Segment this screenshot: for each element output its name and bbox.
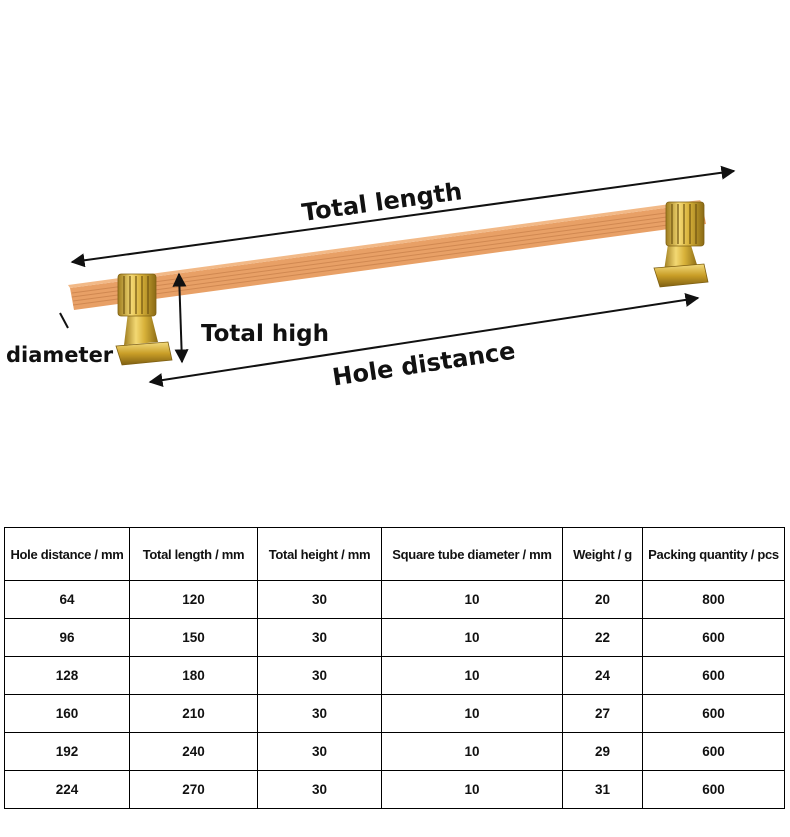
cell-square-tube-diameter: 10 — [381, 694, 563, 733]
cell-weight: 27 — [562, 694, 643, 733]
cell-hole-distance: 128 — [4, 656, 130, 695]
cell-total-height: 30 — [257, 770, 382, 809]
cell-total-length: 270 — [129, 770, 258, 809]
hole-distance-arrow — [148, 292, 700, 388]
header-total-length: Total length / mm — [129, 527, 258, 581]
table-row: 224 270 30 10 31 600 — [4, 770, 785, 809]
hole-distance-label: Hole distance — [331, 337, 518, 392]
cell-weight: 20 — [562, 580, 643, 619]
header-hole-distance: Hole distance / mm — [4, 527, 130, 581]
cell-hole-distance: 64 — [4, 580, 130, 619]
table-row: 192 240 30 10 29 600 — [4, 732, 785, 771]
header-square-tube-diameter: Square tube diameter / mm — [381, 527, 563, 581]
cell-total-height: 30 — [257, 694, 382, 733]
header-total-height: Total height / mm — [257, 527, 382, 581]
handle-bar — [68, 200, 706, 310]
diameter-tick — [59, 312, 69, 329]
cell-total-height: 30 — [257, 732, 382, 771]
cell-weight: 29 — [562, 732, 643, 771]
cell-weight: 31 — [562, 770, 643, 809]
total-length-arrow — [70, 165, 736, 268]
cell-square-tube-diameter: 10 — [381, 580, 563, 619]
cell-total-length: 120 — [129, 580, 258, 619]
cell-total-length: 210 — [129, 694, 258, 733]
cell-hole-distance: 224 — [4, 770, 130, 809]
header-weight: Weight / g — [562, 527, 643, 581]
cell-hole-distance: 192 — [4, 732, 130, 771]
cell-packing-quantity: 800 — [642, 580, 785, 619]
cell-packing-quantity: 600 — [642, 732, 785, 771]
cell-square-tube-diameter: 10 — [381, 770, 563, 809]
cell-total-height: 30 — [257, 618, 382, 657]
cell-packing-quantity: 600 — [642, 770, 785, 809]
header-packing-quantity: Packing quantity / pcs — [642, 527, 785, 581]
diameter-label: diameter — [6, 343, 114, 367]
cell-total-length: 180 — [129, 656, 258, 695]
table-row: 96 150 30 10 22 600 — [4, 618, 785, 657]
table-header-row: Hole distance / mm Total length / mm Tot… — [4, 527, 785, 581]
table-row: 64 120 30 10 20 800 — [4, 580, 785, 619]
table-row: 160 210 30 10 27 600 — [4, 694, 785, 733]
cell-total-length: 150 — [129, 618, 258, 657]
cell-packing-quantity: 600 — [642, 694, 785, 733]
cell-packing-quantity: 600 — [642, 618, 785, 657]
cell-square-tube-diameter: 10 — [381, 656, 563, 695]
cell-packing-quantity: 600 — [642, 656, 785, 695]
product-dimension-diagram: Total length — [6, 165, 736, 392]
table-row: 128 180 30 10 24 600 — [4, 656, 785, 695]
cell-total-length: 240 — [129, 732, 258, 771]
cell-weight: 22 — [562, 618, 643, 657]
cell-total-height: 30 — [257, 656, 382, 695]
total-high-label: Total high — [201, 321, 329, 347]
cell-square-tube-diameter: 10 — [381, 732, 563, 771]
cell-weight: 24 — [562, 656, 643, 695]
cell-hole-distance: 160 — [4, 694, 130, 733]
cell-square-tube-diameter: 10 — [381, 618, 563, 657]
cell-hole-distance: 96 — [4, 618, 130, 657]
cell-total-height: 30 — [257, 580, 382, 619]
specification-table: Hole distance / mm Total length / mm Tot… — [4, 527, 785, 809]
right-gold-mount — [653, 201, 709, 288]
